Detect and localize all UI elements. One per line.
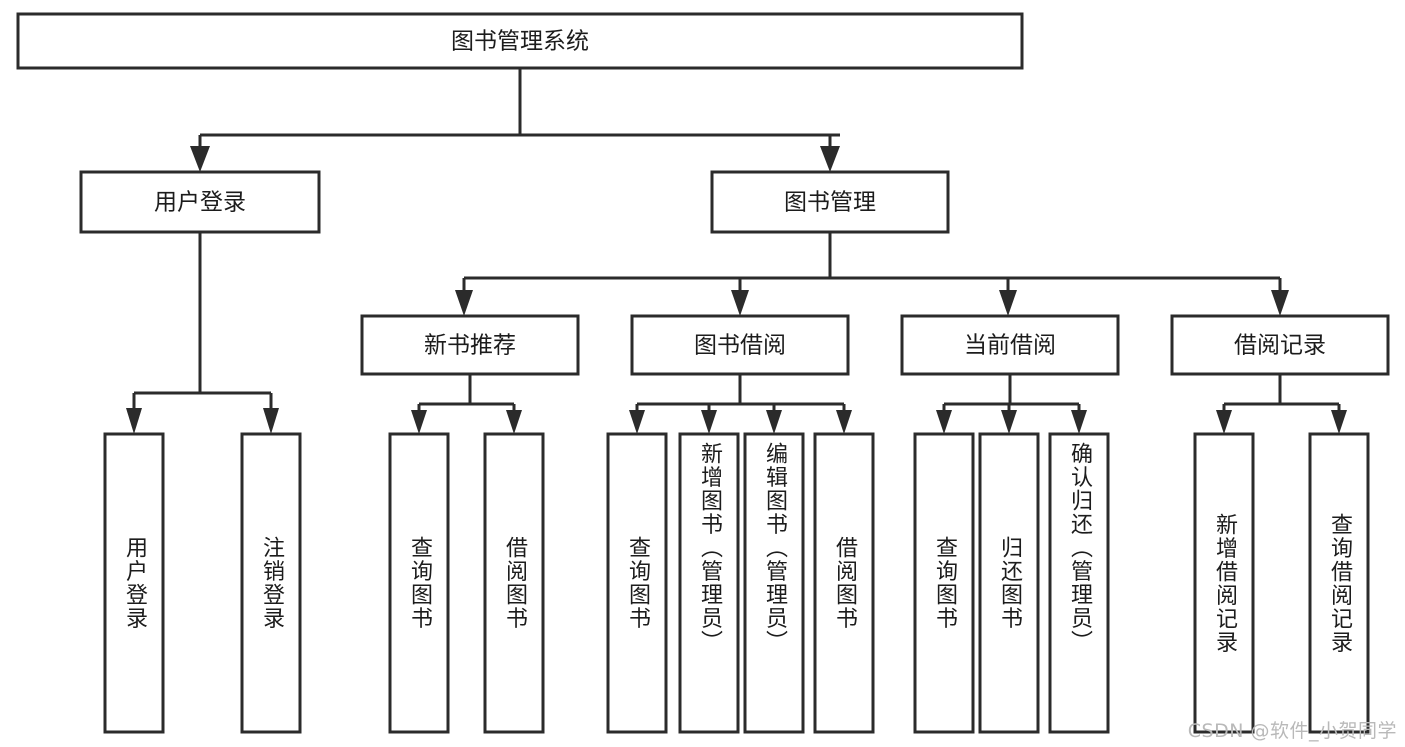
arrow-head-borrow-record — [1271, 290, 1289, 316]
node-borrow-record[interactable]: 借阅记录 — [1170, 314, 1390, 376]
node-leaf-query-book-1-rect[interactable] — [388, 432, 450, 734]
arrow-head-leaf-add-book-admin — [701, 410, 717, 434]
node-user-login-label: 用户登录 — [154, 190, 246, 216]
node-user-login-rect[interactable] — [79, 170, 321, 234]
node-leaf-borrow-book-2-rect[interactable] — [813, 432, 875, 734]
connector-group-root — [190, 68, 840, 172]
node-root-rect[interactable] — [16, 12, 1024, 70]
arrow-head-book-borrow — [731, 290, 749, 316]
node-current-borrow[interactable]: 当前借阅 — [900, 314, 1120, 376]
arrow-head-leaf-borrow-book-2 — [836, 410, 852, 434]
node-book-manage-rect[interactable] — [710, 170, 950, 234]
node-book-borrow-label: 图书借阅 — [694, 333, 786, 359]
csdn-watermark: CSDN @软件_小贺同学 — [1187, 720, 1397, 742]
node-leaf-query-borrow-record-rect[interactable] — [1308, 432, 1370, 734]
node-leaf-query-book-2-rect[interactable] — [606, 432, 668, 734]
node-leaf-return-book-rect[interactable] — [978, 432, 1040, 734]
connector-group-borrow-record — [1216, 374, 1347, 434]
node-leaf-query-book-3-rect[interactable] — [913, 432, 975, 734]
node-leaf-user-login-rect[interactable] — [103, 432, 165, 734]
leaf-node-rects — [103, 432, 1370, 734]
node-new-book-recommend[interactable]: 新书推荐 — [360, 314, 580, 376]
connector-group-book-borrow — [629, 374, 852, 434]
node-borrow-record-label: 借阅记录 — [1234, 333, 1326, 359]
node-root[interactable]: 图书管理系统 — [16, 12, 1024, 70]
arrow-head-new-book-recommend — [455, 290, 473, 316]
node-current-borrow-rect[interactable] — [900, 314, 1120, 376]
node-leaf-add-book-admin-rect[interactable] — [678, 432, 740, 734]
node-book-borrow[interactable]: 图书借阅 — [630, 314, 850, 376]
arrow-head-leaf-borrow-book-1 — [506, 410, 522, 434]
arrow-head-leaf-return-book — [1001, 410, 1017, 434]
connector-group-current-borrow — [936, 374, 1087, 434]
arrow-head-leaf-query-book-3 — [936, 410, 952, 434]
node-user-login[interactable]: 用户登录 — [79, 170, 321, 234]
arrow-head-leaf-query-book-2 — [629, 410, 645, 434]
arrow-head-leaf-edit-book-admin — [766, 410, 782, 434]
connector-group-book-manage — [455, 232, 1289, 316]
node-current-borrow-label: 当前借阅 — [964, 333, 1056, 359]
node-leaf-confirm-return-admin-rect[interactable] — [1048, 432, 1110, 734]
node-leaf-borrow-book-1-rect[interactable] — [483, 432, 545, 734]
node-leaf-add-borrow-record-rect[interactable] — [1193, 432, 1255, 734]
arrow-head-leaf-confirm-return-admin — [1071, 410, 1087, 434]
arrow-head-leaf-user-login — [126, 408, 142, 434]
node-new-book-recommend-label: 新书推荐 — [424, 333, 516, 359]
arrow-head-leaf-query-book-1 — [411, 410, 427, 434]
arrow-head-leaf-logout-login — [263, 408, 279, 434]
arrow-head-leaf-add-borrow-record — [1216, 410, 1232, 434]
node-borrow-record-rect[interactable] — [1170, 314, 1390, 376]
node-book-manage[interactable]: 图书管理 — [710, 170, 950, 234]
arrow-head-book-manage — [820, 146, 840, 172]
arrow-head-current-borrow — [999, 290, 1017, 316]
arrow-head-user-login — [190, 146, 210, 172]
node-book-borrow-rect[interactable] — [630, 314, 850, 376]
connector-group-new-book-recommend — [411, 374, 522, 434]
arrow-head-leaf-query-borrow-record — [1331, 410, 1347, 434]
node-root-label: 图书管理系统 — [451, 29, 589, 55]
node-leaf-logout-login-rect[interactable] — [240, 432, 302, 734]
connector-group-user-login — [126, 232, 279, 434]
node-leaf-edit-book-admin-rect[interactable] — [743, 432, 805, 734]
node-book-manage-label: 图书管理 — [784, 190, 876, 216]
node-new-book-recommend-rect[interactable] — [360, 314, 580, 376]
